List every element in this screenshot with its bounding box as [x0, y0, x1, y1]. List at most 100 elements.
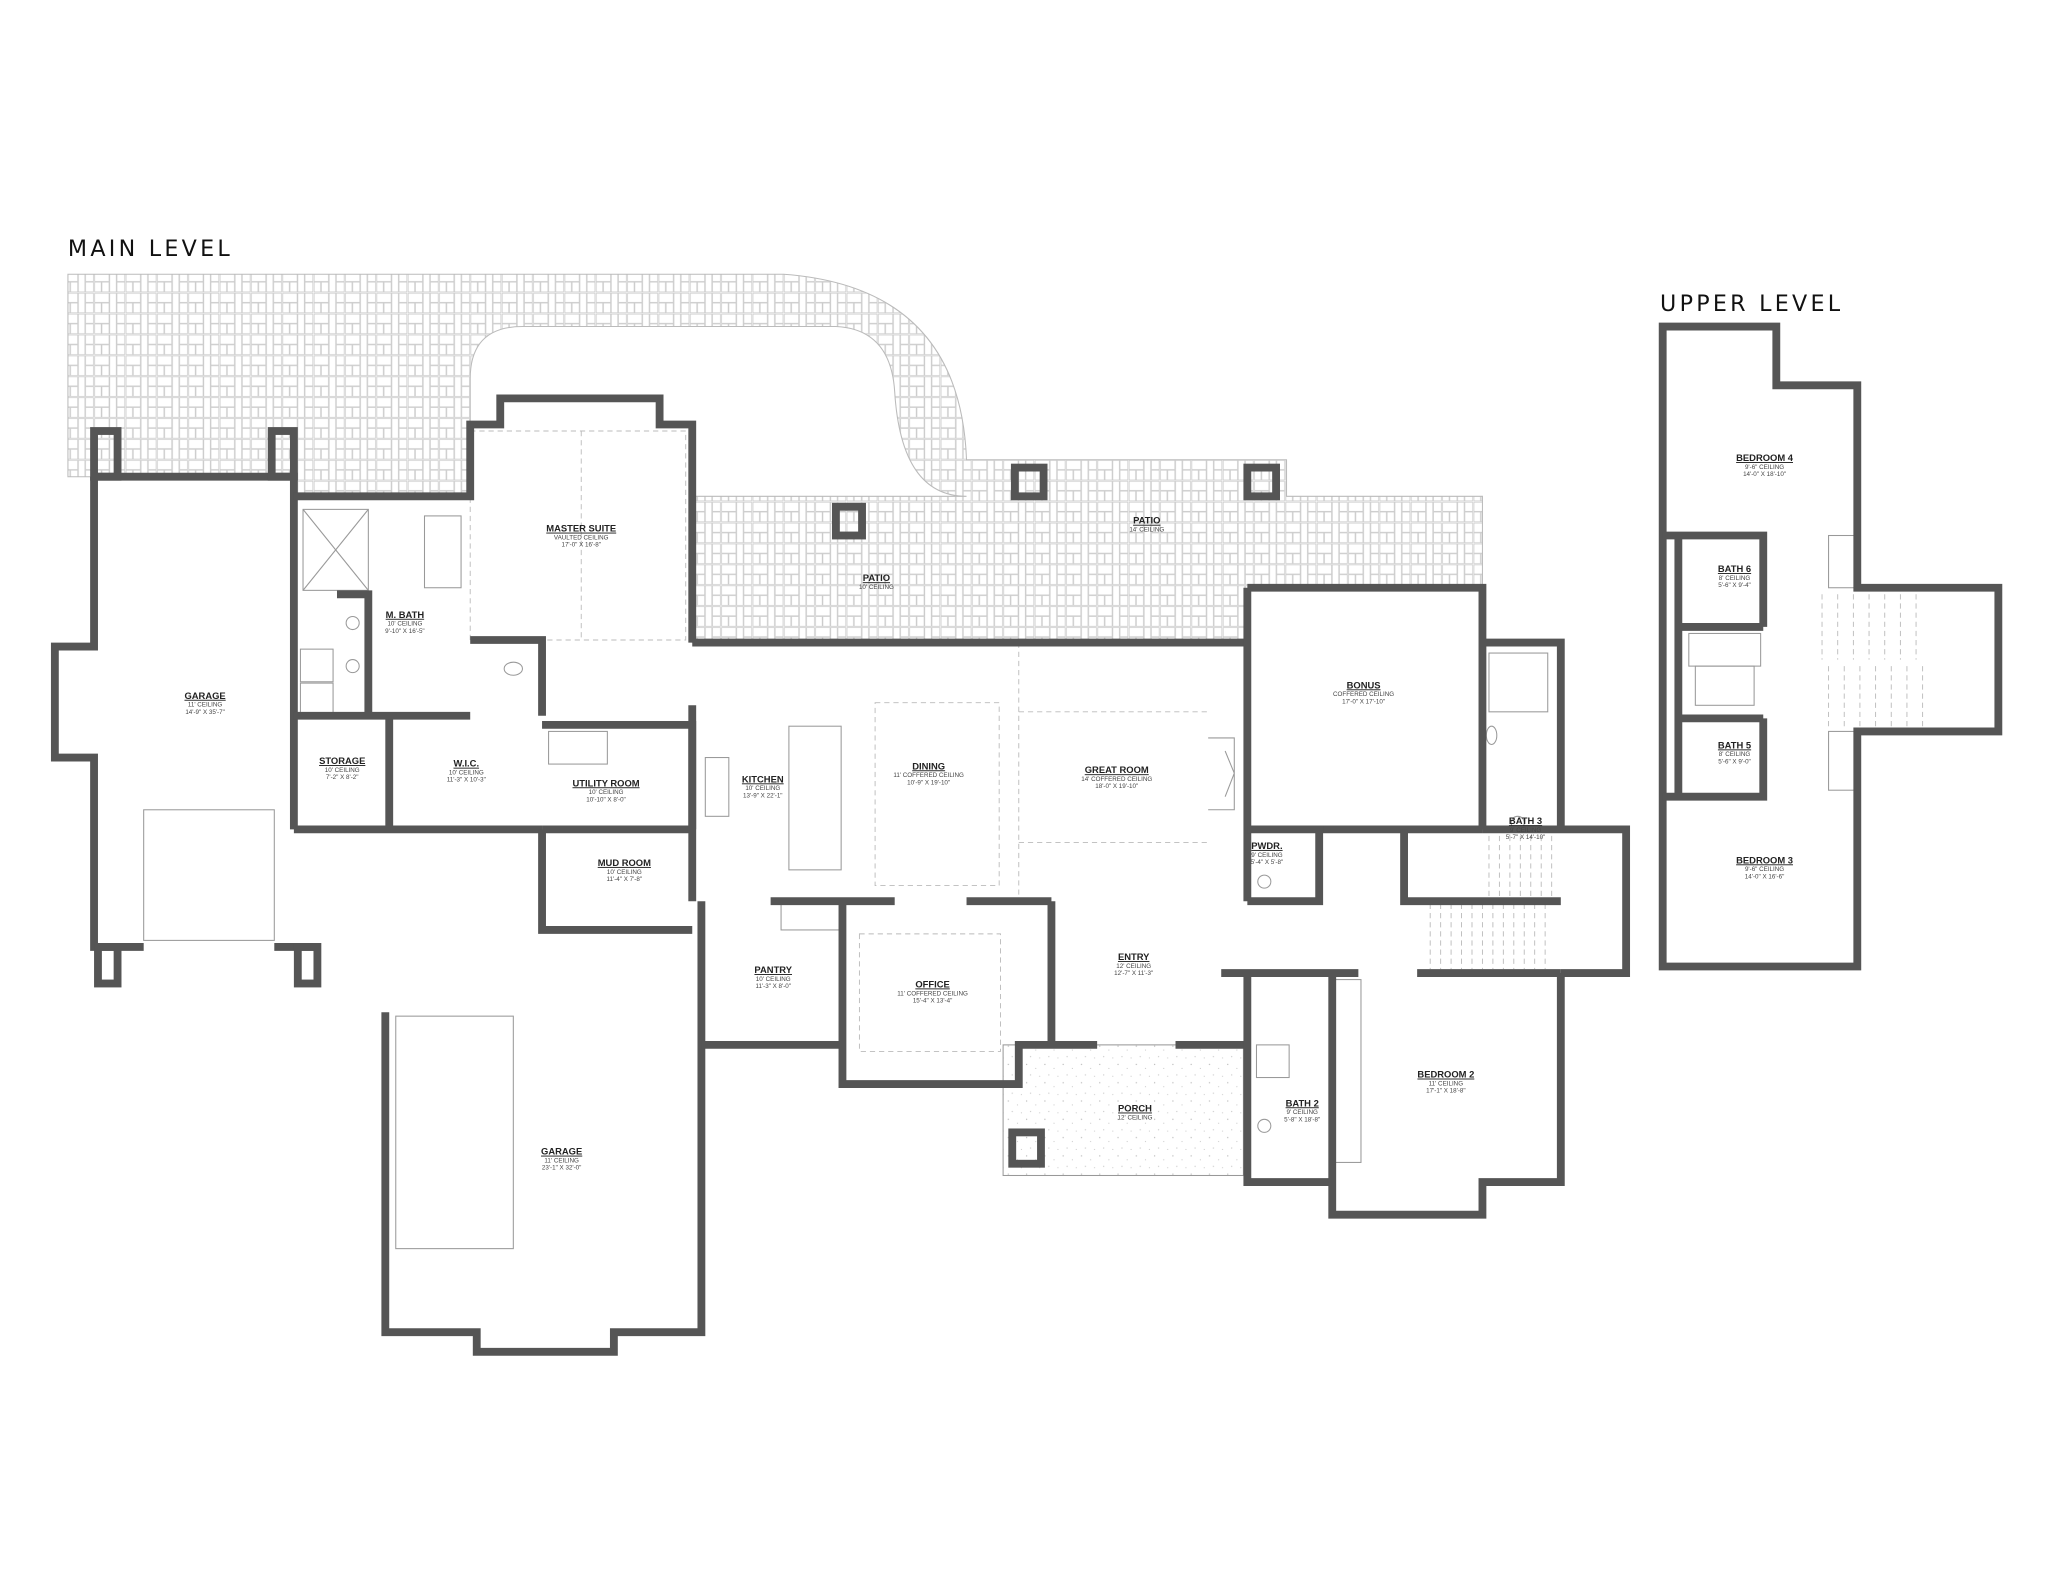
room-name: PATIO [863, 572, 890, 583]
room-dims: 11'-3" X 10'-3" [447, 777, 486, 784]
room-name: UTILITY ROOM [572, 777, 639, 788]
room-name: BEDROOM 3 [1736, 854, 1793, 865]
room-ceiling: 10' CEILING [449, 770, 484, 777]
room-name: PANTRY [754, 964, 792, 975]
room-ceiling: 11' CEILING [1429, 1080, 1464, 1087]
room-ceiling: VAULTED CEILING [554, 534, 609, 541]
room-ceiling: 10' CEILING [756, 976, 791, 983]
room-ceiling: 11' COFFERED CEILING [897, 990, 968, 997]
room-ceiling: 9' CEILING [1286, 1109, 1318, 1116]
room-dims: 7'-2" X 8'-2" [326, 774, 359, 781]
room-name: DINING [912, 760, 945, 771]
room-name: PORCH [1118, 1102, 1152, 1113]
room-dims: 17'-1" X 18'-8" [1426, 1088, 1465, 1095]
room-dims: 13'-9" X 22'-1" [743, 792, 782, 799]
room-name: BEDROOM 4 [1736, 452, 1794, 463]
room-ceiling: 10' CEILING [607, 869, 642, 876]
room-name: PATIO [1133, 515, 1160, 526]
upper-level-title: UPPER LEVEL [1660, 291, 1843, 317]
room-dims: 14'-0" X 18'-10" [1743, 471, 1786, 478]
walls [50, 322, 2003, 1356]
room-name: BATH 2 [1286, 1097, 1319, 1108]
room-name: GARAGE [184, 690, 225, 701]
room-dims: 5'-6" X 9'-4" [1718, 582, 1751, 589]
room-dims: 9'-10" X 16'-5" [385, 628, 424, 635]
room-dims: 17'-0" X 16'-8" [561, 542, 600, 549]
room-ceiling: 9' CEILING [1251, 852, 1283, 859]
room-dims: 14'-9" X 35'-7" [185, 709, 224, 716]
room-dims: 18'-0" X 19'-10" [1095, 783, 1138, 790]
room-name: BONUS [1347, 679, 1381, 690]
room-ceiling: 14' COFFERED CEILING [1081, 776, 1152, 783]
room-name: PWDR. [1251, 840, 1282, 851]
room-name: ENTRY [1118, 951, 1150, 962]
room-name: STORAGE [319, 755, 365, 766]
room-dims: 15'-4" X 13'-4" [913, 997, 952, 1004]
room-ceiling: 11' CEILING [188, 702, 223, 709]
building-fill [54, 326, 1999, 1352]
room-ceiling: 9'-6" CEILING [1745, 866, 1784, 873]
room-dims: 5'-6" X 9'-0" [1718, 758, 1751, 765]
room-name: BATH 3 [1509, 815, 1542, 826]
room-dims: 5'-7" X 14'-10" [1506, 834, 1545, 841]
stairs-upper [1821, 594, 1924, 729]
room-ceiling: COFFERED CEILING [1333, 691, 1394, 698]
room-dims: 11'-4" X 7'-8" [607, 876, 643, 883]
room-dims: 14'-0" X 16'-6" [1745, 873, 1784, 880]
room-name: GARAGE [541, 1146, 582, 1157]
room-name: BEDROOM 2 [1417, 1069, 1474, 1080]
room-name: M. BATH [386, 609, 425, 620]
room-ceiling: 12' CEILING [1116, 963, 1151, 970]
room-dims: 23'-1" X 32'-0" [542, 1165, 581, 1172]
room-ceiling: 10' CEILING [387, 621, 422, 628]
room-dims: 5'-8" X 18'-8" [1284, 1116, 1320, 1123]
room-ceiling: 10' CEILING [745, 785, 780, 792]
room-name: MUD ROOM [598, 857, 651, 868]
room-ceiling: 10' CEILING [859, 584, 894, 591]
room-ceiling: 9' CEILING [1510, 827, 1542, 834]
stairs-main [1429, 835, 1553, 970]
room-name: BATH 6 [1718, 563, 1751, 574]
room-name: W.I.C. [454, 758, 480, 769]
room-ceiling: 10' CEILING [325, 767, 360, 774]
room-name: KITCHEN [742, 773, 784, 784]
room-ceiling: 8' CEILING [1719, 575, 1751, 582]
room-dims: 17'-0" X 17'-10" [1342, 698, 1385, 705]
room-ceiling: 10' CEILING [589, 789, 624, 796]
room-name: BATH 5 [1718, 739, 1751, 750]
room-name: GREAT ROOM [1085, 764, 1149, 775]
room-dims: 5'-4" X 5'-8" [1251, 859, 1284, 866]
room-ceiling: 14' CEILING [1129, 527, 1164, 534]
room-ceiling: 11' CEILING [544, 1157, 579, 1164]
room-ceiling: 8' CEILING [1719, 751, 1751, 758]
room-dims: 10'-10" X 8'-0" [586, 796, 625, 803]
room-name: MASTER SUITE [546, 523, 616, 534]
room-ceiling: 9'-6" CEILING [1745, 464, 1784, 471]
